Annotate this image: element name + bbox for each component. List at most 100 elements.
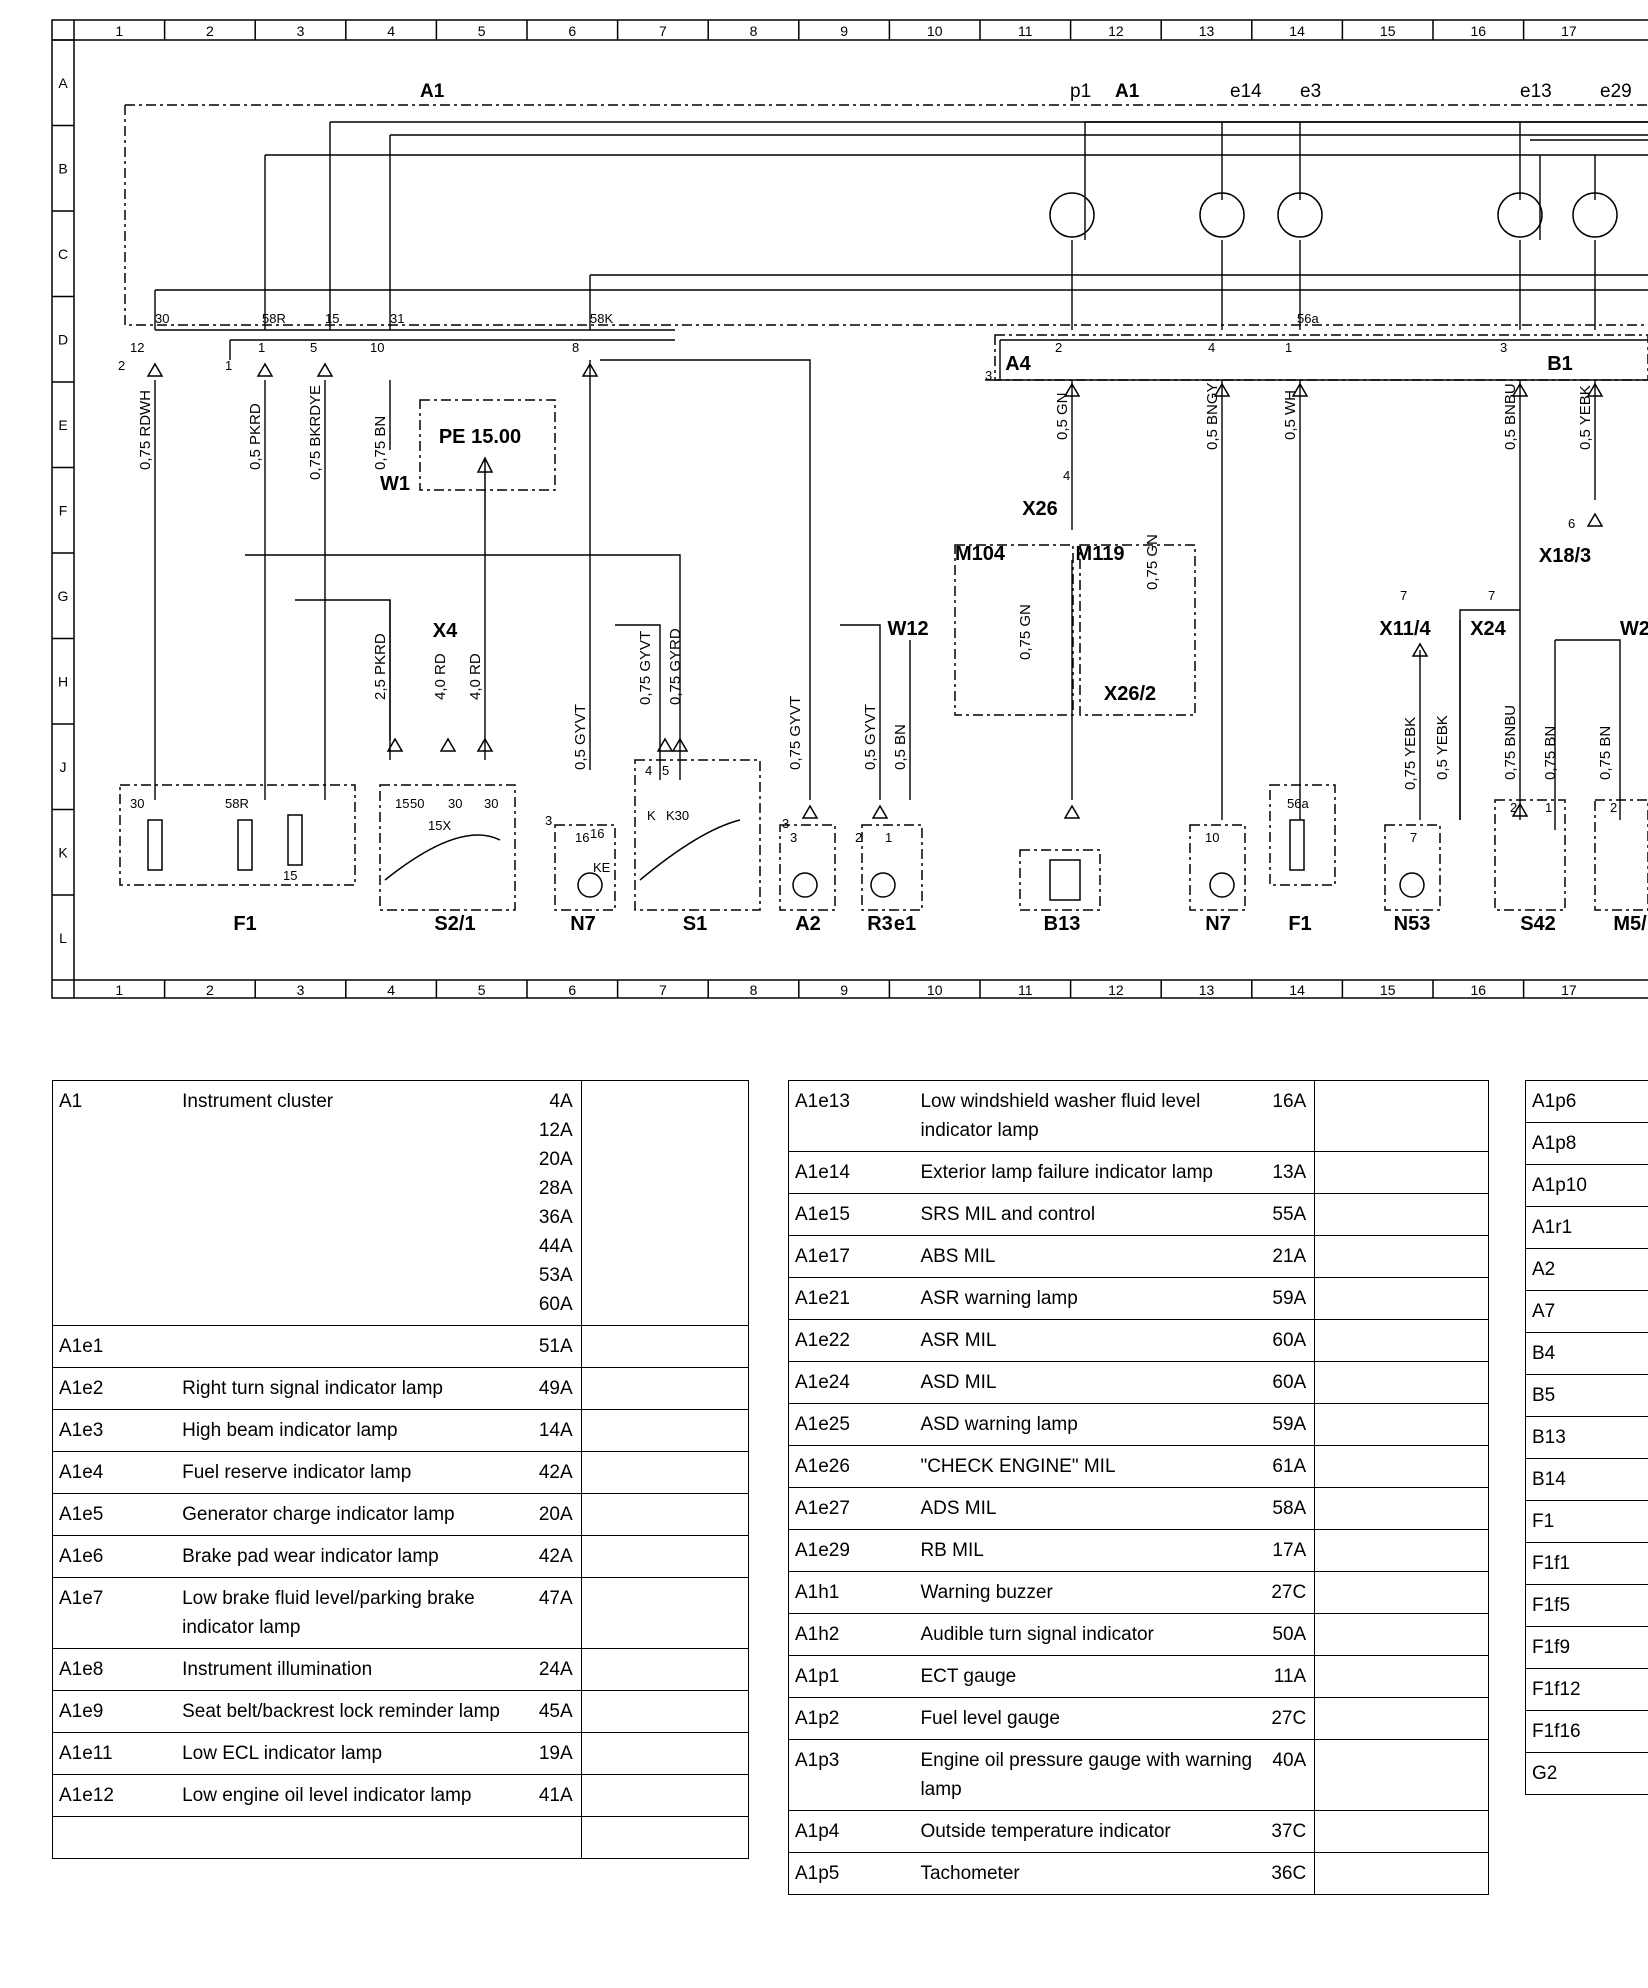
grid-reference-value: 49A xyxy=(538,1378,573,1399)
grid-reference-value: 19A xyxy=(538,1743,573,1764)
component-description: ASR warning lamp xyxy=(914,1277,1261,1320)
component-description: RB MIL xyxy=(914,1529,1261,1572)
component-code: A1e17 xyxy=(788,1235,915,1278)
a2-box xyxy=(779,824,836,911)
blank-cell xyxy=(580,1325,749,1368)
pin-label: 56a xyxy=(1297,311,1319,326)
blank-cell xyxy=(1314,1655,1489,1698)
indicator-lamp-icon xyxy=(1572,192,1618,238)
connector-pin-icon xyxy=(1586,512,1604,527)
blank-cell xyxy=(580,1816,749,1859)
wire-spec-label: 0,5 BN xyxy=(892,724,909,770)
component-description: Low engine oil level indicator lamp xyxy=(176,1774,528,1817)
component-code: A7 xyxy=(1525,1290,1648,1333)
pin-label: 56a xyxy=(1287,796,1309,811)
transistor-icon xyxy=(792,872,818,898)
s2-1-box xyxy=(379,784,516,911)
grid-reference: 59A xyxy=(1260,1403,1315,1446)
blank-cell xyxy=(1314,1852,1489,1895)
blank-cell xyxy=(1314,1403,1489,1446)
grid-reference-value: 17A xyxy=(1272,1540,1307,1561)
component-code: A1e22 xyxy=(788,1319,915,1362)
component-label: W1 xyxy=(380,473,410,495)
grid-col-label: 8 xyxy=(750,982,758,998)
pin-label: K30 xyxy=(666,808,689,823)
grid-reference: 36C xyxy=(1260,1852,1315,1895)
n53-box xyxy=(1384,824,1441,911)
grid-reference: 42A xyxy=(527,1535,582,1578)
grid-reference: 50A xyxy=(1260,1613,1315,1656)
wiring-diagram: 1122334455667788991010111112121313141415… xyxy=(51,19,1648,999)
grid-col-label: 12 xyxy=(1108,23,1124,39)
grid-reference: 41A xyxy=(527,1774,582,1817)
pin-label: 15 xyxy=(325,311,339,326)
grid-col-label: 12 xyxy=(1108,982,1124,998)
pin-label: 30 xyxy=(448,796,462,811)
pin-label: 2 xyxy=(1610,800,1617,815)
grid-reference-value: 11A xyxy=(1273,1666,1307,1687)
grid-row-label: H xyxy=(58,673,68,689)
table-row: F1f9 xyxy=(1525,1626,1648,1669)
blank-cell xyxy=(580,1451,749,1494)
pin-label: 5 xyxy=(662,763,669,778)
component-code: A1e25 xyxy=(788,1403,915,1446)
pin-label: 10 xyxy=(370,340,384,355)
component-code: B4 xyxy=(1525,1332,1648,1375)
grid-labels: 1122334455667788991010111112121313141415… xyxy=(58,23,1577,998)
wire-spec-label: 0,75 GYRD xyxy=(667,628,684,705)
grid-reference-value: 41A xyxy=(538,1785,573,1806)
grid-reference-value xyxy=(533,1823,573,1852)
grid-row-label: D xyxy=(58,331,68,347)
pin-label: 7 xyxy=(1488,588,1495,603)
grid-col-label: 11 xyxy=(1018,23,1033,39)
table-row: F1f1 xyxy=(1525,1542,1648,1585)
component-code: A1e8 xyxy=(52,1648,177,1691)
blank-cell xyxy=(580,1690,749,1733)
connector-pin-icon xyxy=(1213,382,1231,397)
connector-pin-icon xyxy=(439,737,457,752)
connector-pin-icon xyxy=(1291,382,1309,397)
grid-reference: 20A xyxy=(527,1493,582,1536)
component-code: A1p5 xyxy=(788,1852,915,1895)
component-description: High beam indicator lamp xyxy=(176,1409,528,1452)
grid-col-label: 7 xyxy=(659,982,667,998)
wire-spec-label: 0,75 GN xyxy=(1017,604,1034,660)
blank-cell xyxy=(580,1409,749,1452)
pin-label: KE xyxy=(593,860,611,875)
cluster-header-label: A1 xyxy=(420,81,445,102)
component-description: ECT gauge xyxy=(914,1655,1261,1698)
component-description: Brake pad wear indicator lamp xyxy=(176,1535,528,1578)
component-code: A1e11 xyxy=(52,1732,177,1775)
grid-col-label: 14 xyxy=(1289,982,1305,998)
grid-reference-value: 59A xyxy=(1272,1414,1307,1435)
pe-ref-label: PE 15.00 xyxy=(439,426,521,448)
s42-box xyxy=(1494,799,1566,911)
transistor-icon xyxy=(577,872,603,898)
grid-reference: 61A xyxy=(1260,1445,1315,1488)
component-description: Instrument cluster xyxy=(182,1091,334,1112)
component-code: A1p8 xyxy=(1525,1122,1648,1165)
wire-spec-label: 0,75 BN xyxy=(372,416,389,470)
grid-col-label: 2 xyxy=(206,23,214,39)
cluster-header-label: e29 xyxy=(1600,81,1632,102)
grid-reference-value: 27C xyxy=(1271,1582,1307,1603)
component-code: F1 xyxy=(1525,1500,1648,1543)
connector-pin-icon xyxy=(1411,642,1429,657)
wire-spec-label: 0,75 GYVT xyxy=(787,696,804,770)
grid-reference: 60A xyxy=(1260,1319,1315,1362)
grid-reference: 37C xyxy=(1260,1810,1315,1853)
component-label: F1 xyxy=(1288,913,1311,935)
cluster-header-label: e14 xyxy=(1230,81,1262,102)
component-code: F1f9 xyxy=(1525,1626,1648,1669)
blank-cell xyxy=(580,1080,749,1326)
transistor-icon xyxy=(1209,872,1235,898)
grid-col-label: 10 xyxy=(927,982,943,998)
grid-col-label: 15 xyxy=(1380,982,1396,998)
blank-cell xyxy=(1314,1361,1489,1404)
